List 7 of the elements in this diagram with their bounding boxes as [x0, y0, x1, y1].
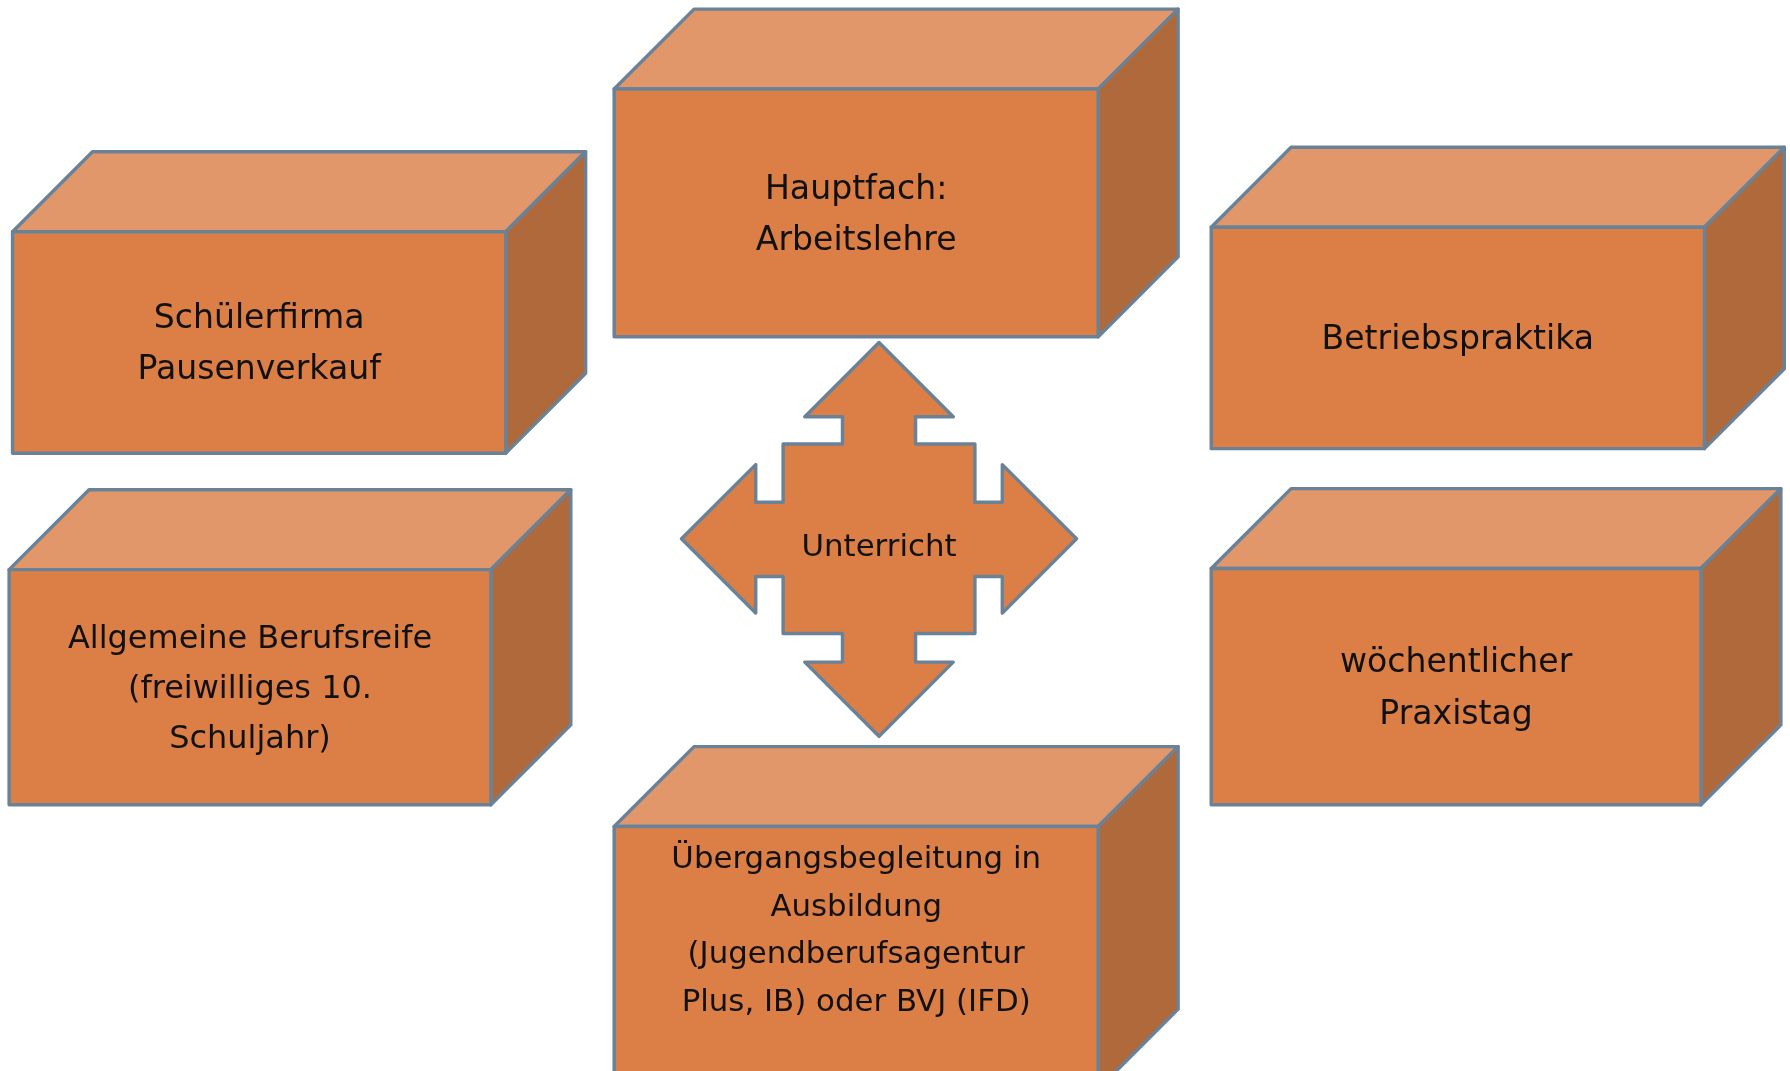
- block-label: Übergangsbegleitung in Ausbildung (Jugendberufsagentur Plus, IB) oder BVJ (IFD): [670, 838, 1042, 1020]
- block-label: Hauptfach: Arbeitslehre: [754, 166, 958, 260]
- block-label: wöchentlicher Praxistag: [1338, 640, 1574, 734]
- block-label: Unterricht: [801, 525, 957, 565]
- block-label: Betriebspraktika: [1321, 316, 1595, 359]
- block-label: Schülerfirma Pausenverkauf: [136, 295, 383, 389]
- block-label: Allgemeine Berufsreife (freiwilliges 10. Schuljahr): [66, 617, 434, 758]
